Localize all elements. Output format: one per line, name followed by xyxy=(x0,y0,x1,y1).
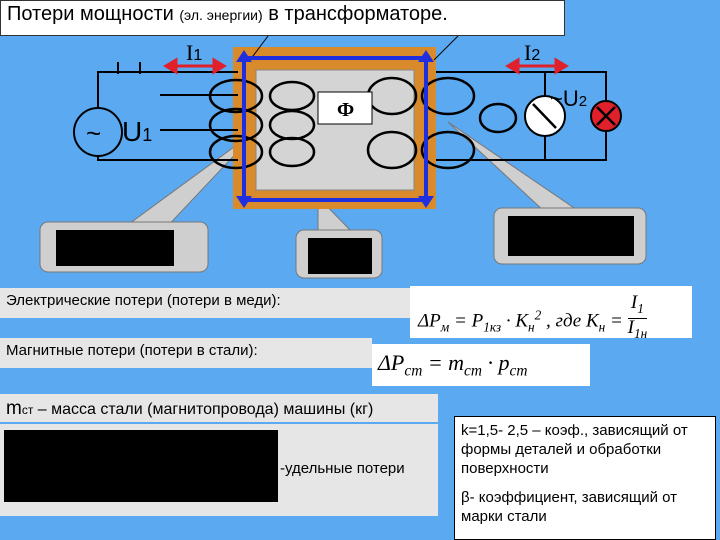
current-label-i1: I1 xyxy=(186,40,203,65)
primary-winding xyxy=(208,78,316,170)
electric-losses-label: Электрические потери (потери в меди): xyxy=(0,288,410,318)
flux-arrowhead-top xyxy=(236,50,252,62)
transformer-diagram: ~ Ф xyxy=(39,35,647,279)
callout-hidden-left xyxy=(56,230,174,266)
title-note: (эл. энергии) xyxy=(179,7,263,23)
slide-title: Потери мощности (эл. энергии) в трансфор… xyxy=(0,0,565,36)
ac-symbol: ~ xyxy=(86,118,101,148)
current-arrow-i2 xyxy=(505,57,569,75)
voltage-label-u1: U1 xyxy=(122,116,153,147)
flux-arrows xyxy=(242,56,428,202)
electric-losses-formula: ΔPм = P1кз · Kн2 , где Kн = I1 I1н xyxy=(410,286,692,341)
magnetic-losses-formula: ΔPст = mст · pст xyxy=(372,344,590,386)
k-coefficient-note: k=1,5- 2,5 – коэф., зависящий от формы д… xyxy=(461,422,688,477)
magnetic-losses-label: Магнитные потери (потери в стали): xyxy=(0,338,372,368)
current-arrow-i1 xyxy=(163,57,227,75)
flux-arrowhead-bottom-left xyxy=(236,196,252,208)
callout-pointer-right xyxy=(447,121,582,213)
voltage-label-u2: ~U2 xyxy=(550,86,588,111)
flux-label: Ф xyxy=(337,99,354,121)
fraction: I1 I1н xyxy=(627,292,648,341)
callout-hidden-right xyxy=(508,216,634,256)
callout-hidden-center xyxy=(308,238,372,274)
flux-arrowhead-right xyxy=(418,50,434,62)
beta-coefficient-note: β- коэффициент, зависящий от марки стали xyxy=(461,489,678,525)
core-window xyxy=(255,69,415,191)
flux-label-box xyxy=(317,91,373,125)
mass-definition: mст – масса стали (магнитопровода) машин… xyxy=(0,394,438,422)
ac-source-icon xyxy=(73,107,123,157)
flux-arrowhead-bottom-right xyxy=(418,196,434,208)
title-end: в трансформаторе. xyxy=(262,3,448,25)
hidden-formula-box xyxy=(4,430,278,502)
coefficient-notes: k=1,5- 2,5 – коэф., зависящий от формы д… xyxy=(454,416,716,540)
current-label-i2: I2 xyxy=(524,40,541,65)
specific-losses-text: -удельные потери xyxy=(280,460,405,477)
title-main: Потери мощности xyxy=(7,3,180,25)
